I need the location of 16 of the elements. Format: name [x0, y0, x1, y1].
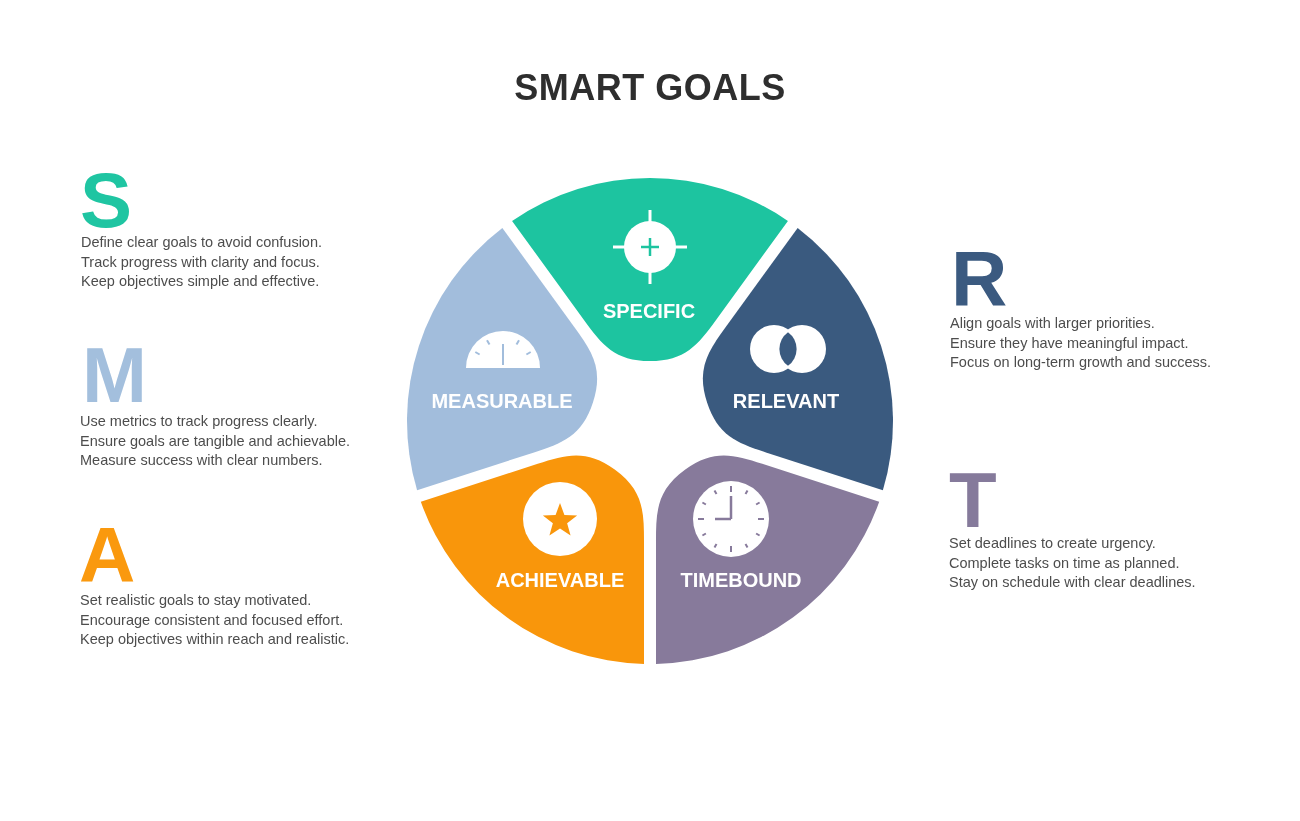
description-text: Align goals with larger priorities. Ensure they have meaningful impact. Focus on long-term growth and success. [950, 314, 1212, 372]
initial-letter: T [949, 467, 997, 534]
segment-label: MEASURABLE [431, 390, 573, 412]
description-text: Set deadlines to create urgency. Complete tasks on time as planned. Stay on schedule with clear deadlines. [949, 534, 1196, 592]
initial-letter: S [80, 167, 133, 234]
initial-letter: A [79, 522, 136, 589]
initial-letter: M [82, 342, 147, 409]
segment-label: ACHIEVABLE [495, 569, 625, 591]
description-text: Define clear goals to avoid confusion. Track progress with clarity and focus. Keep objectives simple and effective. [81, 233, 322, 291]
initial-letter: R [951, 245, 1008, 312]
title: SMART GOALS [514, 67, 786, 108]
segment-label: SPECIFIC [602, 300, 696, 322]
description-text: Use metrics to track progress clearly. Ensure goals are tangible and achievable. Measure success with clear numbers. [80, 412, 351, 470]
segment-label: TIMEBOUND [680, 569, 802, 591]
segment-label: RELEVANT [732, 390, 840, 412]
description-text: Set realistic goals to stay motivated. Encourage consistent and focused effort. Keep objectives within reach and realistic. [80, 591, 350, 649]
